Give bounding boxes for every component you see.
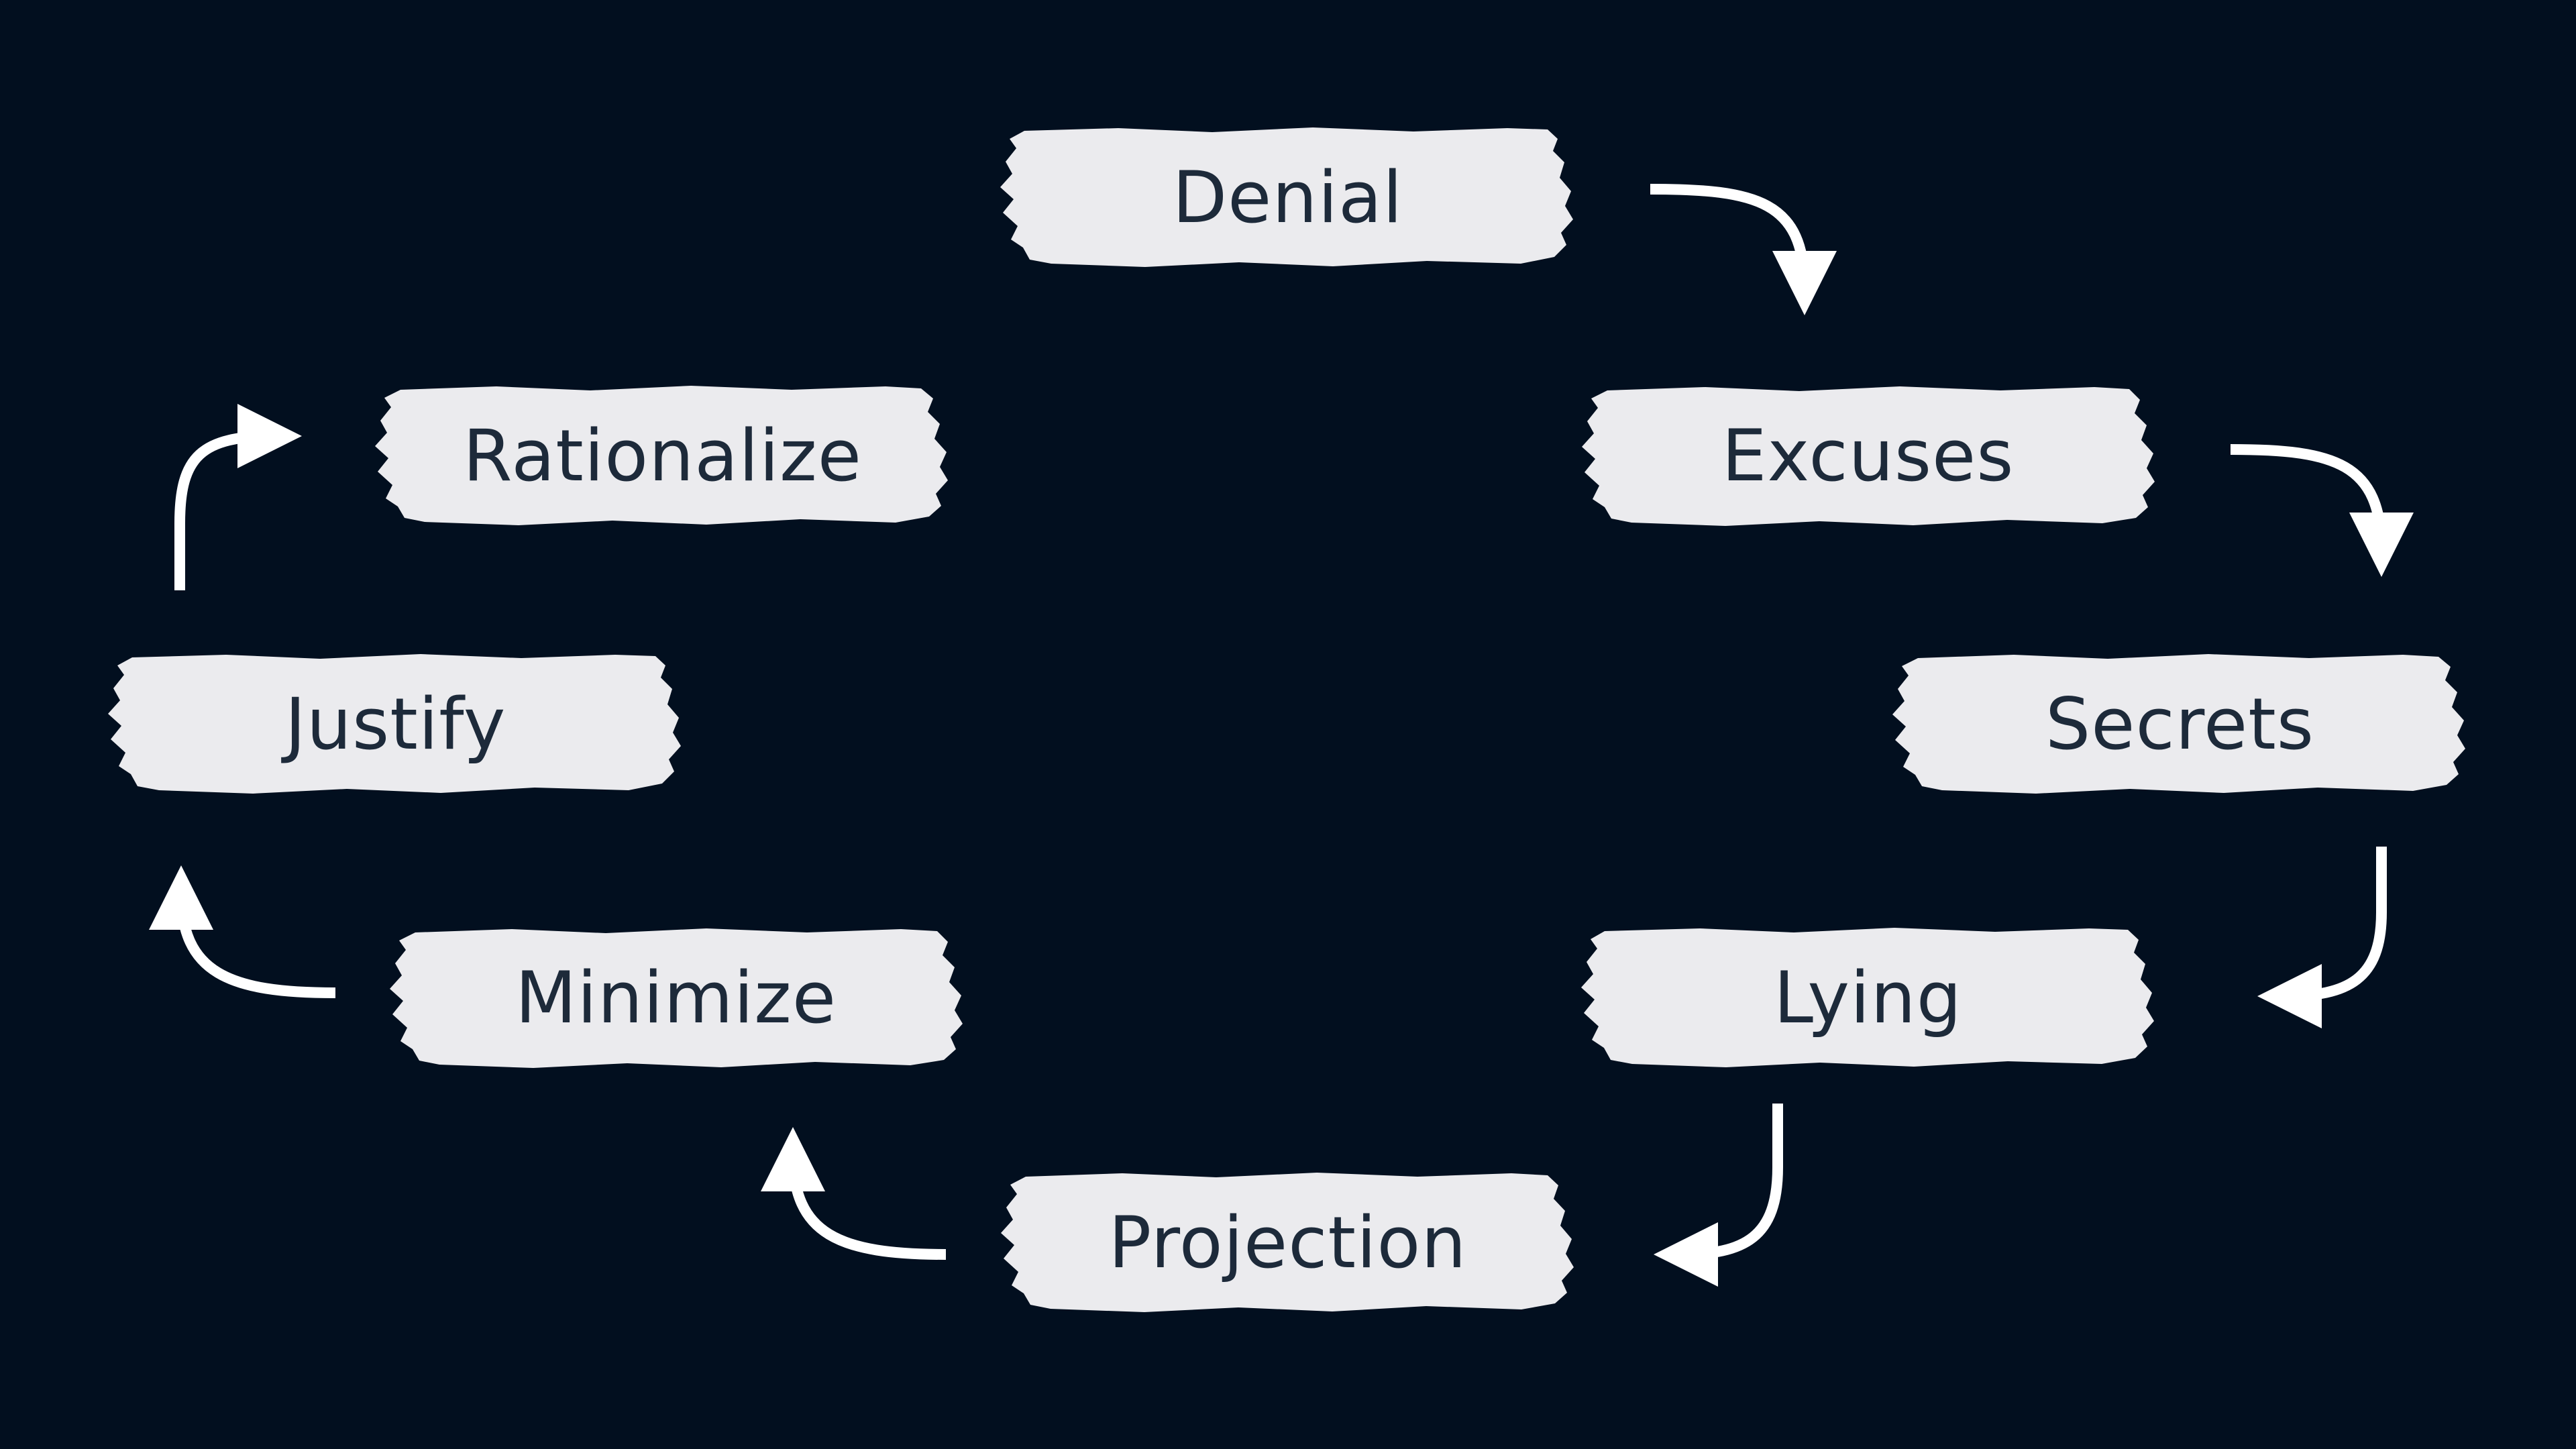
node-denial: Denial: [998, 125, 1578, 270]
brush-box: [108, 654, 681, 794]
arrow-minimize-to-justify: [149, 865, 336, 998]
brush-box: [375, 386, 948, 525]
brush-box: [390, 928, 963, 1068]
node-label: Excuses: [1721, 415, 2015, 497]
arrow-denial-to-excuses: [1650, 184, 1837, 315]
brush-box: [1001, 1173, 1574, 1312]
node-excuses: Excuses: [1578, 384, 2158, 528]
node-label: Projection: [1108, 1201, 1467, 1284]
arrow-justify-to-rationalize: [174, 404, 302, 590]
node-lying: Lying: [1578, 926, 2158, 1070]
arrow-projection-to-minimize: [761, 1127, 947, 1260]
brush-box: [1582, 386, 2155, 526]
brush-box: [1581, 928, 2154, 1067]
node-label: Minimize: [515, 957, 837, 1039]
node-label: Rationalize: [462, 415, 863, 497]
node-label: Justify: [284, 683, 506, 765]
arrow-excuses-to-secrets: [2230, 444, 2414, 577]
node-projection: Projection: [998, 1171, 1578, 1315]
node-label: Secrets: [2045, 683, 2315, 765]
node-label: Denial: [1172, 156, 1403, 239]
node-justify: Justify: [105, 652, 686, 796]
brush-box: [1000, 127, 1573, 267]
node-rationalize: Rationalize: [372, 384, 953, 528]
arrow-lying-to-projection: [1654, 1104, 1783, 1287]
node-minimize: Minimize: [386, 926, 966, 1070]
node-secrets: Secrets: [1890, 652, 2470, 796]
brush-box: [1892, 654, 2465, 794]
arrow-secrets-to-lying: [2257, 847, 2387, 1028]
node-label: Lying: [1774, 957, 1962, 1039]
